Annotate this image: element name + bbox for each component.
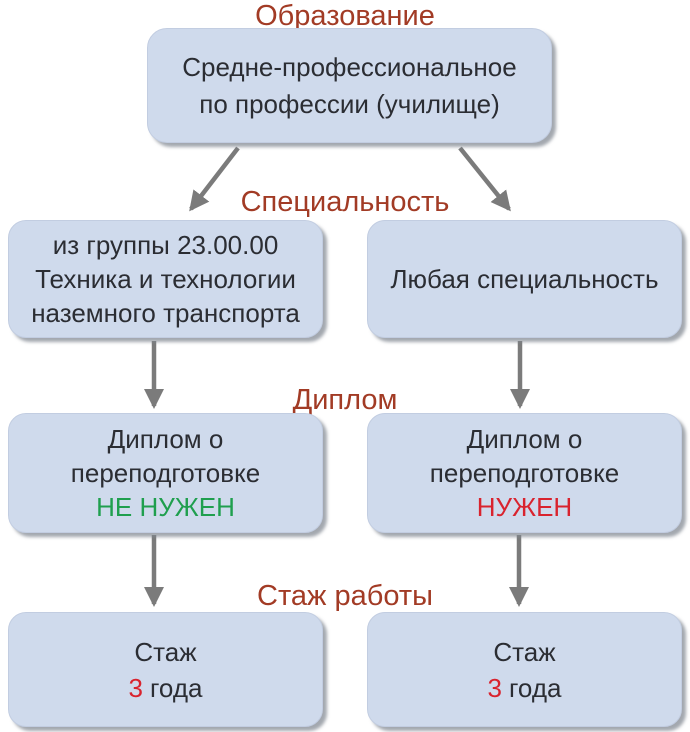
node-diploma-left-line: переподготовке	[70, 458, 261, 488]
stage-label-experience: Стаж работы	[257, 580, 433, 612]
node-diploma-right-line: Диплом о	[466, 424, 583, 454]
node-education-line: Средне-профессиональное	[182, 51, 517, 82]
node-specialty-left: из группы 23.00.00 Техника и технологии …	[8, 220, 323, 338]
diploma-right-status: НУЖЕН	[476, 492, 573, 522]
node-specialty-left-line: наземного транспорта	[31, 298, 300, 328]
node-diploma-right: Диплом о переподготовке НУЖЕН	[367, 413, 682, 533]
node-specialty-left-line: Техника и технологии	[35, 264, 296, 294]
node-specialty-left-line: из группы 23.00.00	[52, 230, 279, 260]
node-diploma-right-line: переподготовке	[429, 458, 620, 488]
experience-left-years-unit: года	[150, 672, 203, 703]
stage-label-diploma: Диплом	[292, 384, 398, 416]
node-specialty-right: Любая специальность	[367, 220, 682, 338]
experience-left-years-value: 3	[128, 672, 143, 703]
node-experience-right-label: Стаж	[493, 636, 556, 667]
node-education-line: по профессии (училище)	[199, 88, 500, 119]
experience-right-years-unit: года	[509, 672, 562, 703]
node-experience-left-label: Стаж	[134, 636, 197, 667]
experience-right-years-value: 3	[487, 672, 502, 703]
diploma-left-status: НЕ НУЖЕН	[96, 492, 235, 522]
stage-label-specialty: Специальность	[240, 186, 450, 218]
node-specialty-right-line: Любая специальность	[390, 264, 659, 294]
node-diploma-left-line: Диплом о	[107, 424, 224, 454]
node-education: Средне-профессиональное по профессии (уч…	[147, 28, 552, 143]
stage-label-education: Образование	[255, 0, 435, 32]
node-diploma-left: Диплом о переподготовке НЕ НУЖЕН	[8, 413, 323, 533]
